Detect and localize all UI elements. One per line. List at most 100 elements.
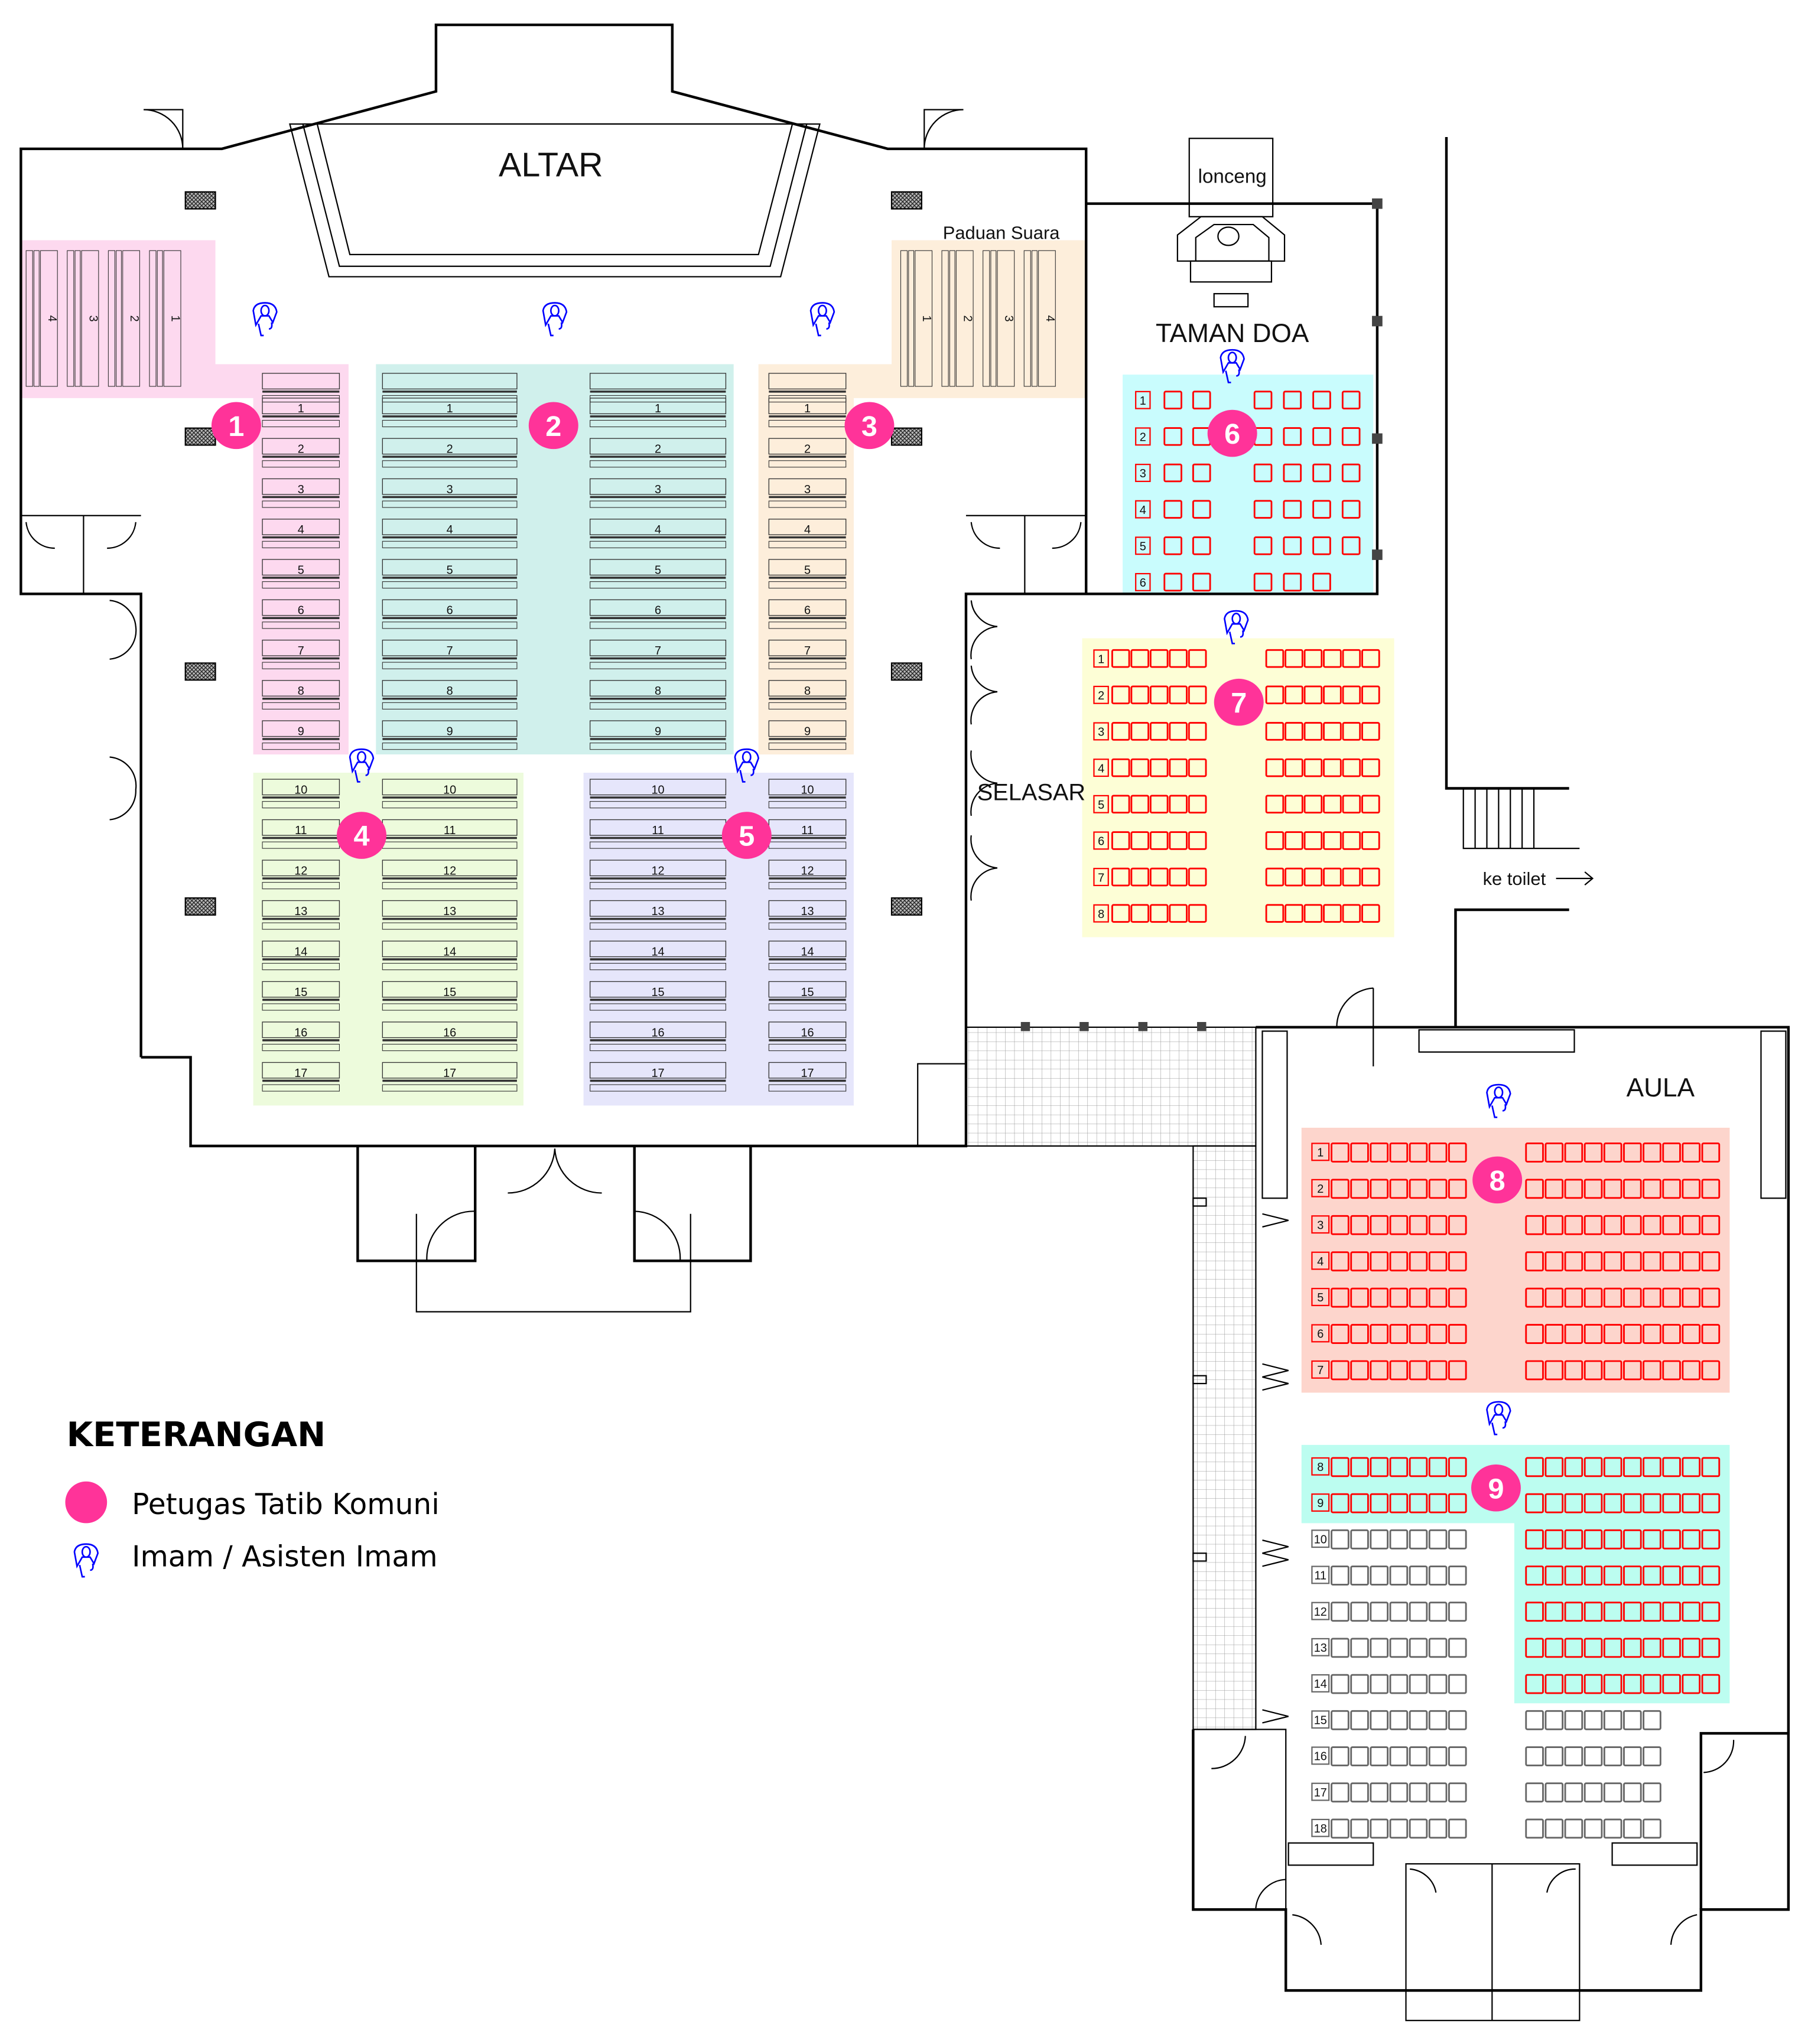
priest-arm: [815, 322, 830, 337]
section-badge-2: 2: [528, 402, 578, 450]
pew-row-number: 7: [298, 645, 304, 658]
pew-back: [262, 1084, 340, 1092]
chair: [1623, 1782, 1642, 1803]
chair: [1163, 390, 1182, 410]
chair: [1253, 536, 1273, 555]
chair: [1192, 390, 1211, 410]
pew-seat: [382, 680, 518, 696]
pew-back: [590, 801, 726, 809]
pew-back: [382, 419, 518, 428]
pew-row-number: 12: [651, 864, 664, 877]
choir-bench-number: 3: [1002, 315, 1015, 322]
priest-body: [1224, 610, 1249, 636]
chair: [1188, 649, 1207, 668]
chair: [1283, 463, 1302, 483]
chair: [1350, 1638, 1369, 1658]
chair: [1448, 1143, 1467, 1163]
chair: [1331, 1179, 1350, 1199]
pew-seat: [768, 680, 847, 696]
chair: [1428, 1457, 1448, 1477]
choir-bench-back: [983, 250, 990, 387]
pew-seat: [262, 940, 340, 958]
pew-seat: [262, 438, 340, 455]
chair: [1163, 536, 1182, 555]
chair: [1448, 1746, 1467, 1766]
pew: 1: [589, 398, 727, 428]
row-number: 2: [1317, 1183, 1324, 1196]
chair: [1544, 1782, 1564, 1803]
badge-circle: [337, 812, 386, 859]
pew-row-number: 4: [804, 523, 811, 536]
pew: 15: [768, 981, 847, 1011]
chair: [1111, 685, 1130, 705]
chair: [1583, 1457, 1603, 1477]
badge-circle: [1472, 1156, 1523, 1204]
priest-body: [1486, 1083, 1511, 1109]
priest-arm: [547, 322, 562, 337]
chair: [1283, 572, 1302, 592]
zone-5: [583, 773, 854, 1106]
pew-row-number: 12: [443, 864, 456, 877]
pew: 16: [768, 1021, 847, 1052]
chair: [1188, 685, 1207, 705]
chair: [1525, 1179, 1544, 1199]
chair: [1188, 722, 1207, 741]
pew: 13: [589, 900, 727, 930]
chair: [1303, 685, 1323, 705]
pew-seat: [262, 981, 340, 998]
pew: 15: [382, 981, 518, 1011]
choir-bench-number: 1: [920, 315, 933, 322]
chair: [1448, 1179, 1467, 1199]
chair: [1283, 500, 1302, 519]
chair: [1682, 1529, 1701, 1550]
pew: 2: [589, 438, 727, 468]
pew-row-number: 11: [801, 824, 814, 837]
pew-seat: [589, 720, 727, 737]
chair: [1188, 904, 1207, 923]
row-number-box: [1311, 1288, 1330, 1306]
pew-row-number: 6: [447, 604, 453, 617]
pew: 1: [262, 398, 340, 428]
chair: [1331, 1324, 1350, 1344]
pew-seat: [382, 720, 518, 737]
chair: [1361, 867, 1380, 887]
chair: [1389, 1215, 1409, 1235]
pew-seat: [382, 779, 518, 796]
chair: [1163, 463, 1182, 483]
chair: [1603, 1674, 1622, 1694]
chair: [1409, 1782, 1428, 1803]
pew-back: [768, 662, 847, 669]
pew-row-number: 14: [651, 945, 664, 958]
chair: [1331, 1143, 1350, 1163]
chair: [1564, 1324, 1583, 1344]
badge-number: 9: [1488, 1473, 1504, 1505]
chair: [1111, 867, 1130, 887]
pew-back: [590, 743, 726, 750]
row-number-box: [1311, 1360, 1330, 1379]
chair: [1370, 1674, 1389, 1694]
chair: [1323, 758, 1342, 777]
priest-icon: [542, 302, 568, 337]
row-number: 12: [1314, 1606, 1327, 1619]
chair: [1544, 1746, 1564, 1766]
chair: [1389, 1493, 1409, 1514]
pew-row-number: 2: [655, 442, 661, 455]
chair: [1583, 1360, 1603, 1381]
row-number: 3: [1317, 1219, 1324, 1232]
pew-seat: [382, 398, 518, 415]
chair: [1448, 1674, 1467, 1694]
chair: [1643, 1638, 1661, 1658]
pew-seat: [589, 779, 727, 796]
pew: 7: [768, 639, 847, 669]
chair: [1370, 1638, 1389, 1658]
choir-bench-kneeler: [157, 250, 163, 387]
chair: [1564, 1287, 1583, 1308]
chair: [1350, 1746, 1369, 1766]
chair: [1149, 685, 1169, 705]
chair: [1265, 867, 1285, 887]
chair: [1682, 1360, 1701, 1381]
pew-seat: [262, 900, 340, 917]
priest-arm: [258, 322, 273, 337]
chair: [1682, 1287, 1701, 1308]
chair: [1409, 1529, 1428, 1550]
